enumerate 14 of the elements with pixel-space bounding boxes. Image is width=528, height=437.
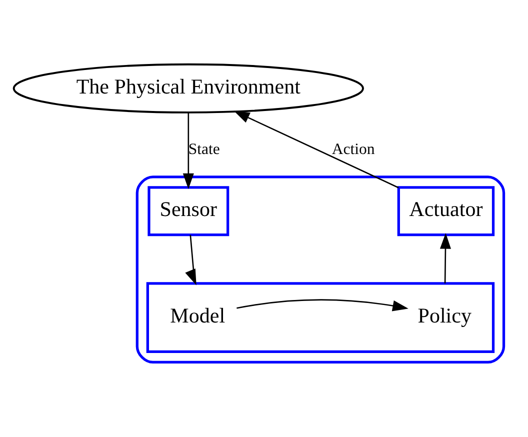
arrow <box>440 232 451 284</box>
node-text: Model <box>170 304 226 328</box>
arrow <box>182 112 194 190</box>
node-box: Sensor <box>148 186 230 236</box>
arrow <box>236 299 408 312</box>
arrow <box>234 110 399 188</box>
node-box: Actuator <box>397 186 495 236</box>
node-ellipse: The Physical Environment <box>12 63 364 114</box>
cluster <box>136 176 506 364</box>
cluster <box>146 282 495 354</box>
edge-label: Action <box>332 141 375 158</box>
node-text: Policy <box>418 304 472 328</box>
edge-label: State <box>188 141 220 158</box>
arrow <box>185 234 196 286</box>
